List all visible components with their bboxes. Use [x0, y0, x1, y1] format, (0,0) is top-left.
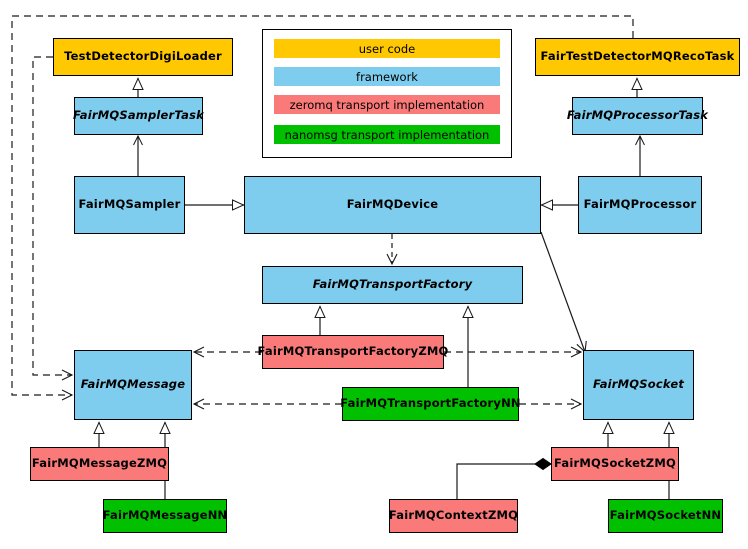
class-box-fair-mq-message-zmq[interactable]: FairMQMessageZMQ: [30, 447, 169, 481]
class-box-fair-mq-sampler[interactable]: FairMQSampler: [74, 176, 185, 234]
class-box-fair-mq-message-nn[interactable]: FairMQMessageNN: [103, 499, 227, 533]
edge-digiloader-message: [32, 56, 74, 381]
edge-socketzmq-contextzmq: [456, 457, 552, 499]
class-box-fair-mq-device[interactable]: FairMQDevice: [244, 176, 541, 234]
class-box-fair-mq-socket-zmq[interactable]: FairMQSocketZMQ: [551, 447, 679, 481]
class-box-fair-test-detector-mq-reco-task[interactable]: FairTestDetectorMQRecoTask: [535, 38, 740, 76]
class-box-fair-mq-socket[interactable]: FairMQSocket: [583, 350, 694, 420]
class-box-fair-mq-processor-task[interactable]: FairMQProcessorTask: [567, 97, 708, 135]
class-box-fair-mq-processor[interactable]: FairMQProcessor: [578, 176, 702, 234]
class-box-fair-mq-transport-factory-nn[interactable]: FairMQTransportFactoryNN: [340, 387, 521, 421]
class-box-test-detector-digi-loader[interactable]: TestDetectorDigiLoader: [53, 38, 233, 76]
edge-device-socket: [540, 231, 587, 354]
legend-panel: user code framework zeromq transport imp…: [262, 29, 512, 158]
class-box-fair-mq-socket-nn[interactable]: FairMQSocketNN: [608, 499, 723, 533]
class-box-fair-mq-transport-factory-zmq[interactable]: FairMQTransportFactoryZMQ: [258, 335, 448, 369]
class-box-fair-mq-message[interactable]: FairMQMessage: [74, 350, 192, 420]
legend-item-nanomsg: nanomsg transport implementation: [274, 125, 500, 144]
legend-item-zeromq: zeromq transport implementation: [274, 95, 500, 114]
class-box-fair-mq-context-zmq[interactable]: FairMQContextZMQ: [389, 499, 518, 533]
legend-item-framework: framework: [274, 67, 500, 86]
legend-item-user-code: user code: [274, 39, 500, 58]
class-box-fair-mq-transport-factory[interactable]: FairMQTransportFactory: [262, 266, 523, 304]
class-box-fair-mq-sampler-task[interactable]: FairMQSamplerTask: [73, 97, 204, 135]
